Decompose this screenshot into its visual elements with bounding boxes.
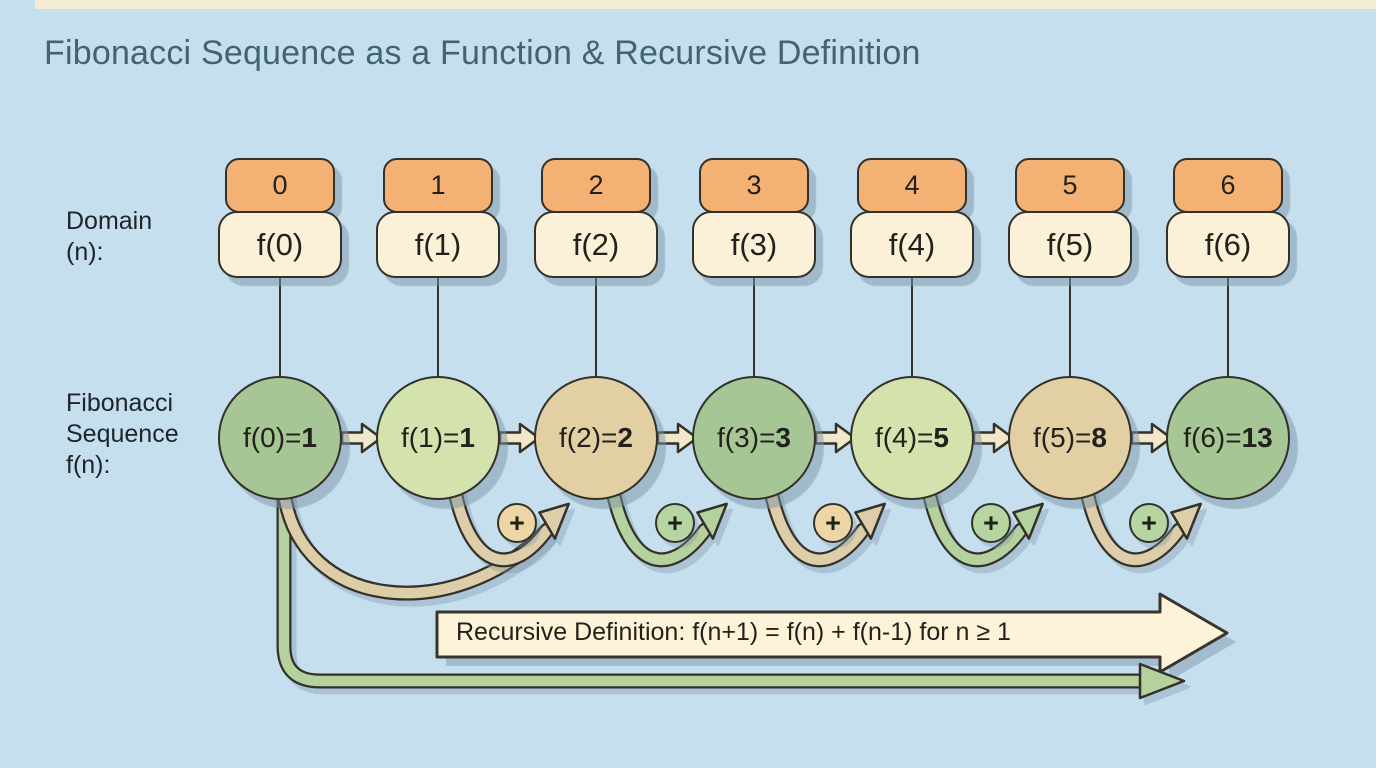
plus-icon: + bbox=[655, 503, 695, 543]
mapping-connector-line bbox=[753, 277, 755, 378]
domain-value: 3 bbox=[746, 170, 762, 200]
domain-label-line2: (n): bbox=[66, 238, 104, 266]
function-name-box: f(1) bbox=[376, 211, 500, 278]
fibonacci-value: 1 bbox=[459, 422, 475, 453]
plus-symbol: + bbox=[1141, 507, 1157, 538]
plus-symbol: + bbox=[509, 507, 525, 538]
function-name: f(1) bbox=[414, 226, 462, 262]
top-strip bbox=[35, 0, 1376, 9]
function-eq-label: f(1)= bbox=[401, 422, 460, 453]
sequence-label-line2: Sequence bbox=[66, 420, 179, 448]
mapping-connector-line bbox=[279, 277, 281, 378]
domain-value: 2 bbox=[588, 170, 604, 200]
function-name-box: f(5) bbox=[1008, 211, 1132, 278]
domain-axis-label: Domain (n): bbox=[66, 206, 152, 268]
fibonacci-value: 5 bbox=[933, 422, 949, 453]
mapping-connector-line bbox=[595, 277, 597, 378]
function-eq-label: f(6)= bbox=[1183, 422, 1242, 453]
fibonacci-value-circle: f(4)=5 bbox=[850, 376, 974, 500]
function-name: f(0) bbox=[256, 226, 304, 262]
fibonacci-value: 13 bbox=[1241, 422, 1273, 453]
function-name: f(2) bbox=[572, 226, 620, 262]
plus-icon: + bbox=[1129, 503, 1169, 543]
function-name: f(4) bbox=[888, 226, 936, 262]
mapping-connector-line bbox=[1227, 277, 1229, 378]
domain-value-box: 3 bbox=[699, 158, 809, 213]
function-eq-label: f(4)= bbox=[875, 422, 934, 453]
fibonacci-value: 1 bbox=[301, 422, 317, 453]
domain-value-box: 0 bbox=[225, 158, 335, 213]
domain-value-box: 1 bbox=[383, 158, 493, 213]
sequence-axis-label: Fibonacci Sequence f(n): bbox=[66, 388, 179, 481]
domain-value: 0 bbox=[272, 170, 288, 200]
function-name-box: f(3) bbox=[692, 211, 816, 278]
fibonacci-value: 3 bbox=[775, 422, 791, 453]
function-eq-label: f(2)= bbox=[559, 422, 618, 453]
function-name-box: f(6) bbox=[1166, 211, 1290, 278]
function-eq-label: f(3)= bbox=[717, 422, 776, 453]
plus-icon: + bbox=[813, 503, 853, 543]
fibonacci-value-circle: f(2)=2 bbox=[534, 376, 658, 500]
fibonacci-value: 2 bbox=[617, 422, 633, 453]
domain-value: 6 bbox=[1220, 170, 1236, 200]
sequence-label-line1: Fibonacci bbox=[66, 389, 173, 417]
function-name-box: f(0) bbox=[218, 211, 342, 278]
domain-value-box: 2 bbox=[541, 158, 651, 213]
mapping-connector-line bbox=[1069, 277, 1071, 378]
function-name: f(6) bbox=[1204, 226, 1252, 262]
feedback-arrow bbox=[276, 482, 1186, 700]
page-title: Fibonacci Sequence as a Function & Recur… bbox=[44, 34, 921, 72]
function-name-box: f(4) bbox=[850, 211, 974, 278]
mapping-connector-line bbox=[437, 277, 439, 378]
sequence-label-line3: f(n): bbox=[66, 451, 111, 479]
function-eq-label: f(5)= bbox=[1033, 422, 1092, 453]
plus-symbol: + bbox=[825, 507, 841, 538]
fibonacci-value-circle: f(3)=3 bbox=[692, 376, 816, 500]
function-name-box: f(2) bbox=[534, 211, 658, 278]
domain-value: 5 bbox=[1062, 170, 1078, 200]
domain-value-box: 5 bbox=[1015, 158, 1125, 213]
fibonacci-value-circle: f(0)=1 bbox=[218, 376, 342, 500]
plus-symbol: + bbox=[667, 507, 683, 538]
plus-symbol: + bbox=[983, 507, 999, 538]
function-eq-label: f(0)= bbox=[243, 422, 302, 453]
plus-icon: + bbox=[497, 503, 537, 543]
function-name: f(5) bbox=[1046, 226, 1094, 262]
function-name: f(3) bbox=[730, 226, 778, 262]
domain-value-box: 6 bbox=[1173, 158, 1283, 213]
mapping-connector-line bbox=[911, 277, 913, 378]
fibonacci-value: 8 bbox=[1091, 422, 1107, 453]
plus-icon: + bbox=[971, 503, 1011, 543]
fibonacci-value-circle: f(1)=1 bbox=[376, 376, 500, 500]
domain-value: 1 bbox=[430, 170, 446, 200]
domain-value-box: 4 bbox=[857, 158, 967, 213]
domain-label-line1: Domain bbox=[66, 207, 153, 235]
fibonacci-value-circle: f(5)=8 bbox=[1008, 376, 1132, 500]
recursive-definition-label: Recursive Definition: f(n+1) = f(n) + f(… bbox=[456, 618, 1011, 646]
domain-value: 4 bbox=[904, 170, 920, 200]
fibonacci-value-circle: f(6)=13 bbox=[1166, 376, 1290, 500]
